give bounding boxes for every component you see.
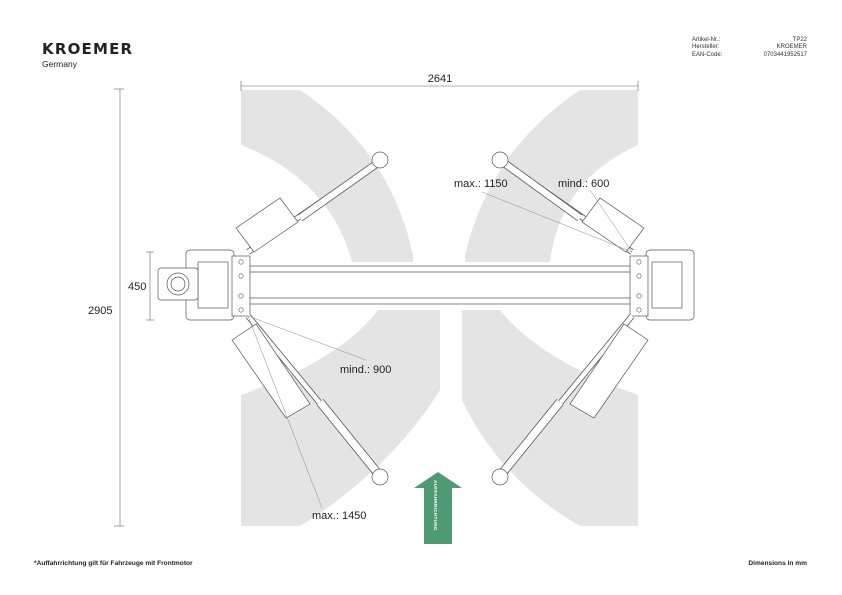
meta-label: EAN-Code:: [692, 51, 723, 58]
meta-label: Hersteller:: [692, 44, 720, 51]
footnote: *Auffahrrichtung gilt für Fahrzeuge mit …: [34, 560, 193, 567]
meta-value: TP22: [792, 37, 807, 43]
meta-row-manufacturer: Hersteller: KROEMER: [692, 44, 807, 51]
meta-label: Artikel-Nr.:: [692, 37, 721, 43]
brand-logo: KROEMER Germany: [42, 40, 133, 69]
dimension-column: 450: [128, 281, 146, 293]
dimension-height: 2905: [88, 305, 112, 317]
direction-arrow-text: AUFFAHRRICHTUNG: [433, 480, 438, 531]
brand-country: Germany: [42, 59, 77, 69]
direction-arrow: AUFFAHRRICHTUNG: [414, 472, 462, 544]
units-note: Dimensions in mm: [748, 560, 807, 567]
column-bolts: [238, 259, 642, 313]
meta-value: KROEMER: [776, 44, 807, 51]
brand-name: KROEMER: [42, 40, 134, 58]
meta-row-article: Artikel-Nr.: TP22: [692, 37, 807, 44]
label-max-lower: max.: 1450: [312, 510, 366, 522]
product-meta: Artikel-Nr.: TP22 Hersteller: KROEMER EA…: [692, 37, 807, 59]
reach-lines: [247, 189, 633, 509]
label-max-upper: max.: 1150: [454, 178, 508, 190]
meta-row-ean: EAN-Code: 0703441952517: [692, 52, 807, 59]
label-min-upper: mind.: 600: [558, 178, 609, 190]
lift-arms: [231, 151, 649, 486]
lift-structure: [157, 249, 695, 321]
meta-value: 0703441952517: [763, 51, 807, 58]
dimension-lines: [114, 81, 639, 527]
dimension-width: 2641: [428, 73, 452, 85]
watermark-logo: [241, 90, 638, 526]
label-min-lower: mind.: 900: [340, 364, 391, 376]
